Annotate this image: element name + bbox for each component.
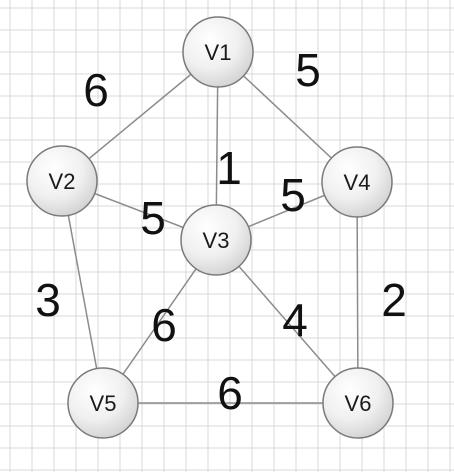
node-circle-v2 <box>26 145 98 217</box>
edge-weight-v3-v4: 5 <box>280 169 306 221</box>
edge-weight-v3-v5: 6 <box>151 299 177 351</box>
edge-v2-v5 <box>61 180 104 404</box>
edge-weight-v2-v5: 3 <box>35 274 61 326</box>
node-v4: V4 <box>321 146 393 218</box>
edge-v3-v6 <box>215 239 359 404</box>
node-v2: V2 <box>26 145 98 217</box>
node-v1: V1 <box>182 16 254 88</box>
edge-weight-v3-v6: 4 <box>282 294 308 346</box>
node-label-v1: V1 <box>205 40 232 65</box>
edge-weight-v1-v3: 1 <box>216 142 242 194</box>
node-label-v3: V3 <box>203 228 230 253</box>
node-label-v6: V6 <box>345 391 372 416</box>
node-v6: V6 <box>322 367 394 439</box>
edge-weight-v5-v6: 6 <box>217 367 243 419</box>
node-v3: V3 <box>180 204 252 276</box>
node-circle-v1 <box>182 16 254 88</box>
node-circle-v3 <box>180 204 252 276</box>
edge-weight-v1-v4: 5 <box>295 44 321 96</box>
node-circle-v6 <box>322 367 394 439</box>
node-circle-v5 <box>67 367 139 439</box>
node-label-v2: V2 <box>49 169 76 194</box>
node-v5: V5 <box>67 367 139 439</box>
edge-v4-v6 <box>356 181 359 404</box>
node-circle-v4 <box>321 146 393 218</box>
edge-weight-v1-v2: 6 <box>83 64 109 116</box>
edge-weight-v4-v6: 2 <box>381 274 407 326</box>
node-label-v5: V5 <box>90 391 117 416</box>
node-label-v4: V4 <box>344 170 371 195</box>
edge-weight-v2-v3: 5 <box>140 192 166 244</box>
